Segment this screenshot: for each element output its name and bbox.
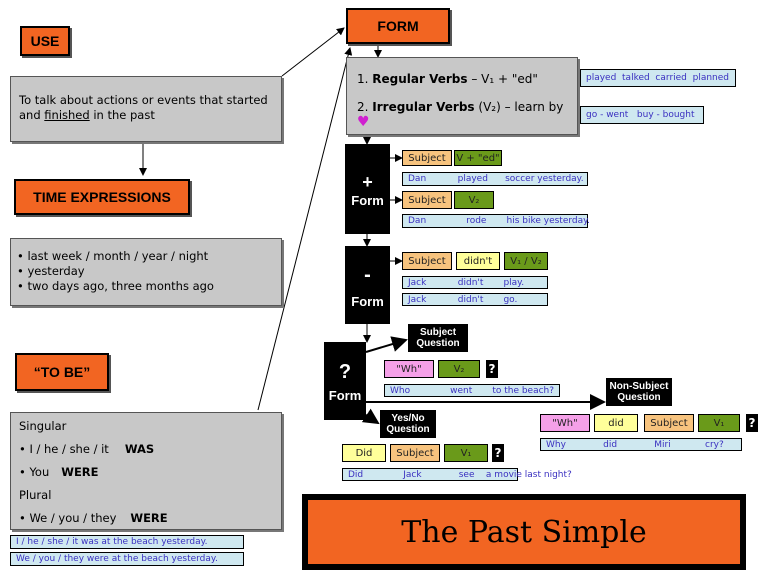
positive-form-box: + Form xyxy=(345,144,390,234)
page-title: The Past Simple xyxy=(308,500,740,564)
non-subject-q-did-tag: did xyxy=(594,414,638,432)
arrow-to-subject-q xyxy=(365,336,408,353)
non-subject-q-verb-tag: V₁ xyxy=(698,414,740,432)
positive-form-label: Form xyxy=(351,192,384,208)
negative-form-box: - Form xyxy=(345,246,390,324)
non-subject-question-label: Non-Subject Question xyxy=(606,378,672,406)
regular-examples: played talked carried planned xyxy=(580,69,736,87)
yes-no-question-label: Yes/No Question xyxy=(380,410,436,438)
irregular-num: 2. xyxy=(357,100,373,114)
subject-q-wh-tag: "Wh" xyxy=(384,360,434,378)
form-heading: FORM xyxy=(346,8,450,44)
time-item: • two days ago, three months ago xyxy=(17,279,214,293)
time-expressions-box: • last week / month / year / night • yes… xyxy=(10,238,282,306)
irregular-examples: go - went buy - bought xyxy=(580,106,704,124)
regular-verbs-row: 1. Regular Verbs – V₁ + "ed" xyxy=(357,72,567,100)
positive-example-2: Dan rode his bike yesterday. xyxy=(402,214,590,228)
plural-verb: WERE xyxy=(130,511,168,525)
to-be-heading: “TO BE” xyxy=(15,353,109,391)
irregular-verbs-row: 2. Irregular Verbs (V₂) – learn by ♥ xyxy=(357,100,567,130)
yes-no-q-mark: ? xyxy=(492,444,504,462)
positive-subject-tag-2: Subject xyxy=(402,191,452,209)
question-sign: ? xyxy=(338,360,352,383)
time-expressions-heading-text: TIME EXPRESSIONS xyxy=(33,189,171,205)
use-heading: USE xyxy=(20,26,70,56)
you-verb: WERE xyxy=(61,465,99,479)
arrow-tobe-to-form xyxy=(257,47,353,411)
form-heading-text: FORM xyxy=(377,18,419,34)
yes-no-question-example: Did Jack see a movie last night? xyxy=(342,468,572,481)
negative-didnt-tag: didn't xyxy=(456,252,500,270)
regular-num: 1. xyxy=(357,72,373,86)
subject-question-example: Who went to the beach? xyxy=(384,384,560,397)
irregular-formula: (V₂) – learn by xyxy=(474,100,564,114)
time-expressions-heading: TIME EXPRESSIONS xyxy=(14,179,190,215)
yes-no-q-verb-tag: V₁ xyxy=(444,444,488,462)
subject-question-label: Subject Question xyxy=(408,324,468,352)
negative-verb-tag: V₁ / V₂ xyxy=(504,252,548,270)
question-form-label: Form xyxy=(328,387,362,403)
positive-subject-tag-1: Subject xyxy=(402,150,452,166)
positive-verb-tag-1: V + "ed" xyxy=(454,150,502,166)
singular-label: Singular xyxy=(19,419,67,433)
singular-row: • I / he / she / it WAS xyxy=(19,442,273,465)
subject-q-mark: ? xyxy=(486,360,498,378)
title-frame: The Past Simple xyxy=(302,494,746,570)
form-box: 1. Regular Verbs – V₁ + "ed" 2. Irregula… xyxy=(346,57,578,135)
use-heading-text: USE xyxy=(30,33,60,49)
non-subject-q-subject-tag: Subject xyxy=(644,414,694,432)
use-box: To talk about actions or events that sta… xyxy=(10,76,282,142)
negative-subject-tag: Subject xyxy=(402,252,452,270)
singular-verb: WAS xyxy=(124,442,155,456)
question-form-box: ? Form xyxy=(324,342,366,420)
regular-formula: – V₁ + "ed" xyxy=(467,72,538,86)
you-subject: • You xyxy=(19,465,50,479)
positive-example-1: Dan played soccer yesterday. xyxy=(402,172,588,186)
use-text-post: in the past xyxy=(89,108,155,122)
non-subject-q-mark: ? xyxy=(746,414,758,432)
to-be-example-1: I / he / she / it was at the beach yeste… xyxy=(10,535,244,549)
non-subject-q-wh-tag: "Wh" xyxy=(540,414,590,432)
regular-bold: Regular Verbs xyxy=(372,72,468,86)
to-be-heading-text: “TO BE” xyxy=(33,364,91,380)
arrow-use-to-form xyxy=(281,27,345,77)
time-item: • last week / month / year / night xyxy=(17,249,209,263)
use-text-pre: To talk about actions or events that sta… xyxy=(19,93,268,122)
irregular-bold: Irregular Verbs xyxy=(372,100,475,114)
time-item: • yesterday xyxy=(17,264,85,278)
use-text-underlined: finished xyxy=(44,108,90,122)
yes-no-q-subject-tag: Subject xyxy=(390,444,440,462)
plural-label: Plural xyxy=(19,488,52,502)
non-subject-question-example: Why did Miri cry? xyxy=(540,438,742,451)
yes-no-q-did-tag: Did xyxy=(342,444,386,462)
plus-sign: + xyxy=(362,171,373,192)
minus-sign: - xyxy=(364,263,371,286)
you-row: • You WERE xyxy=(19,465,273,488)
plural-row: • We / you / they WERE xyxy=(19,511,273,531)
plural-subject: • We / you / they xyxy=(19,511,117,525)
to-be-example-2: We / you / they were at the beach yester… xyxy=(10,552,244,566)
positive-verb-tag-2: V₂ xyxy=(454,191,494,209)
heart-icon: ♥ xyxy=(357,114,370,130)
negative-example-2: Jack didn't go. xyxy=(402,293,548,306)
singular-subject: • I / he / she / it xyxy=(19,442,109,456)
negative-form-label: Form xyxy=(351,293,384,309)
subject-q-verb-tag: V₂ xyxy=(438,360,480,378)
negative-example-1: Jack didn't play. xyxy=(402,276,548,289)
